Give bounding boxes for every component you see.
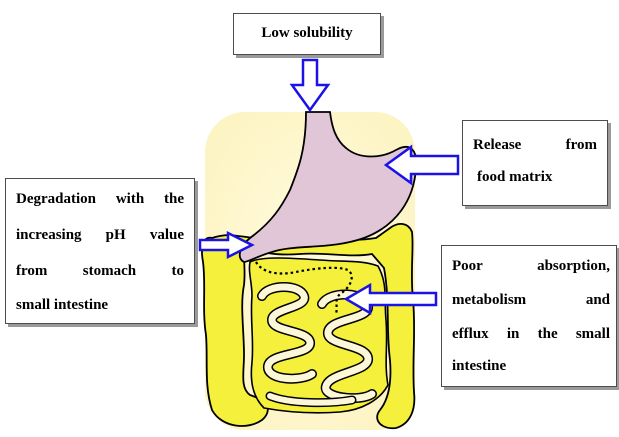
low-solubility-label: Low solubility bbox=[234, 25, 380, 42]
degradation-box: Degradation with the increasing pH value… bbox=[5, 178, 195, 324]
absorption-label-line-4: intestine bbox=[452, 358, 616, 375]
release-label-line-1: Release from bbox=[463, 137, 607, 154]
release-label-line-2: food matrix bbox=[477, 169, 607, 186]
degradation-label-line-4: small intestine bbox=[16, 297, 194, 314]
small-intestine bbox=[249, 258, 388, 413]
low-solubility-box: Low solubility bbox=[233, 13, 381, 55]
degradation-label-line-1: Degradation with the bbox=[6, 191, 194, 208]
absorption-label-line-2: metabolism and bbox=[442, 292, 616, 309]
degradation-label-line-2: increasing pH value bbox=[6, 227, 194, 244]
absorption-label-line-3: efflux in the small bbox=[442, 326, 616, 343]
release-box: Release from food matrix bbox=[462, 120, 608, 206]
degradation-label-line-3: from stomach to bbox=[6, 263, 194, 280]
arrow-down-icon bbox=[292, 60, 328, 110]
absorption-label-line-1: Poor absorption, bbox=[442, 258, 616, 275]
absorption-box: Poor absorption, metabolism and efflux i… bbox=[441, 245, 617, 387]
